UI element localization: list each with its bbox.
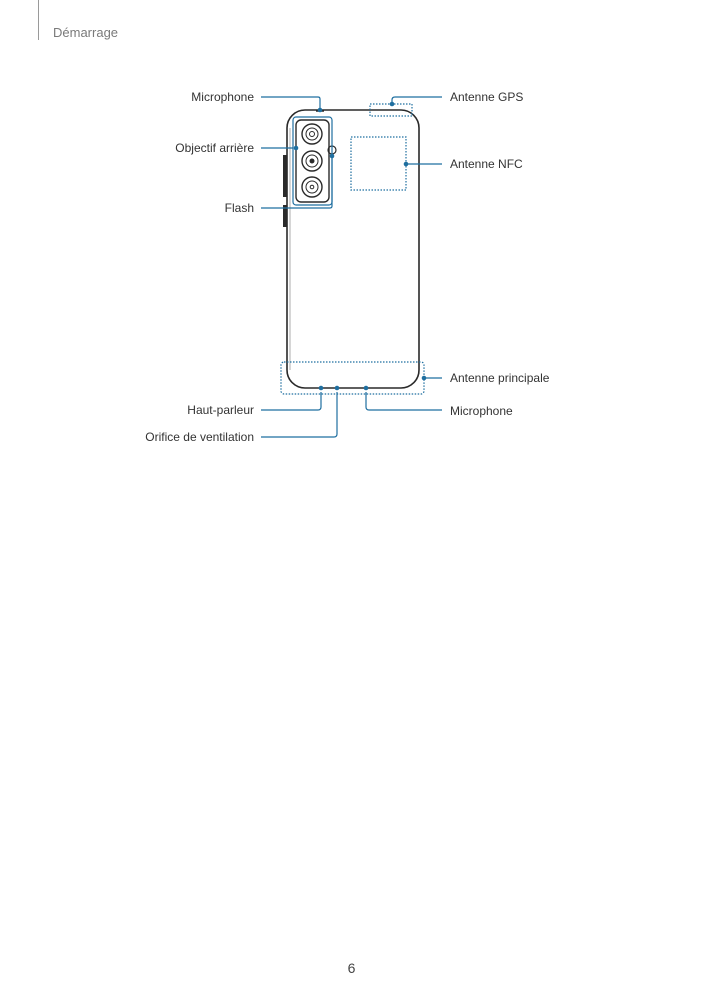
camera-lens-2: [301, 150, 323, 172]
label-flash: Flash: [224, 201, 254, 215]
nfc-area: [350, 136, 407, 191]
page-number: 6: [347, 960, 356, 976]
label-microphone-top: Microphone: [191, 90, 254, 104]
header-rule: [38, 0, 39, 40]
label-main-antenna: Antenne principale: [450, 371, 550, 385]
main-antenna-area: [280, 361, 425, 395]
section-title: Démarrage: [53, 25, 119, 40]
camera-lens-1: [301, 123, 323, 145]
camera-lens-3: [301, 176, 323, 198]
leader-gps: [391, 96, 442, 104]
label-speaker: Haut-parleur: [187, 403, 254, 417]
phone-body: [286, 109, 420, 389]
phone-diagram: [261, 96, 442, 438]
label-vent: Orifice de ventilation: [145, 430, 254, 444]
label-nfc-antenna: Antenne NFC: [450, 157, 523, 171]
side-button-volume: [283, 155, 287, 197]
camera-module: [295, 119, 330, 203]
leader-mic-bottom: [365, 392, 442, 411]
leader-mic-top: [261, 96, 321, 108]
leader-flash: [261, 157, 333, 209]
side-button-power: [283, 205, 287, 227]
label-gps-antenna: Antenne GPS: [450, 90, 524, 104]
label-microphone-bottom: Microphone: [450, 404, 513, 418]
leader-vent: [261, 392, 338, 438]
label-rear-camera: Objectif arrière: [175, 141, 254, 155]
leader-speaker: [261, 392, 322, 411]
